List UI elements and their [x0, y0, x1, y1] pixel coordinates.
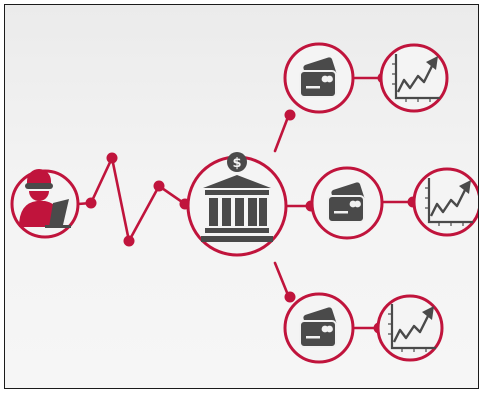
- card-node-top: [283, 42, 355, 114]
- hacker-node: [10, 169, 80, 239]
- bank-to-top-line: [273, 115, 290, 153]
- hacker-laptop-icon: [19, 169, 71, 228]
- bank-node: $: [186, 152, 288, 257]
- bank-dollar-icon: $: [201, 152, 273, 242]
- growth-node-middle: [412, 167, 478, 237]
- card-node-bottom: [283, 292, 355, 364]
- growth-node-bottom: [376, 294, 444, 362]
- diagram-canvas: $: [10, 42, 478, 364]
- fraud-flow-diagram: $: [4, 4, 479, 389]
- dollar-symbol: $: [232, 156, 241, 171]
- card-node-middle: [310, 166, 384, 240]
- bank-to-bottom-line: [273, 261, 290, 297]
- growth-node-top: [379, 43, 449, 113]
